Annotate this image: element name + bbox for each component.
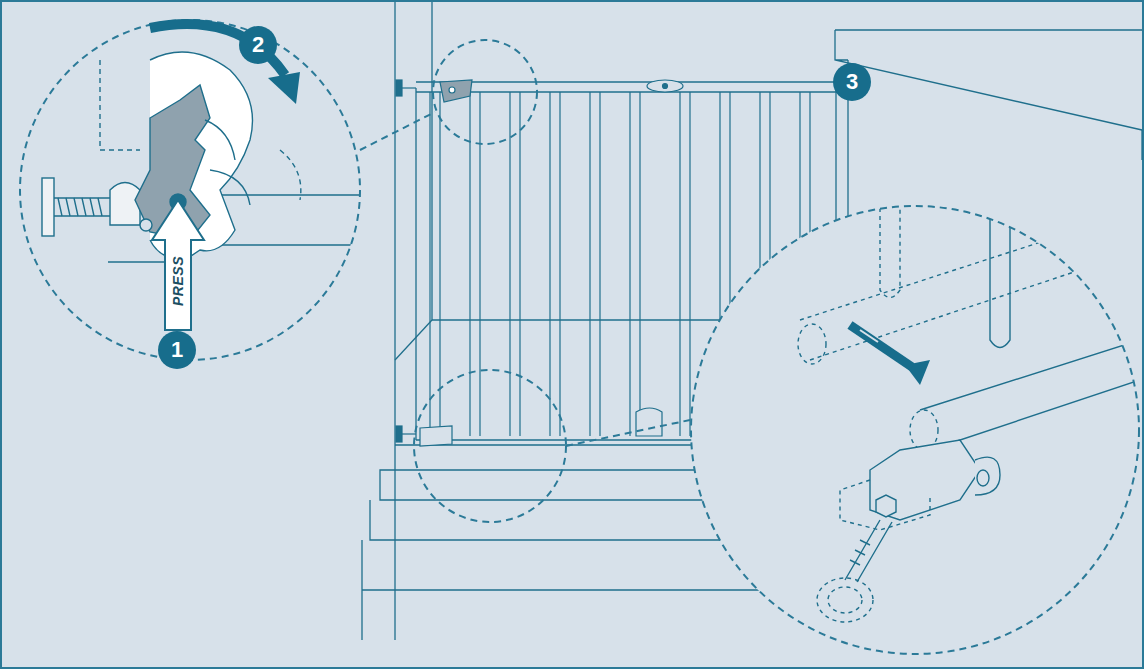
- callout-text: 2: [252, 34, 264, 56]
- callout-text: 3: [846, 71, 858, 93]
- callout-text: 1: [171, 339, 183, 361]
- callout-number: 2: [239, 26, 277, 64]
- callout-number: 1: [158, 331, 196, 369]
- press-arrow: PRESS: [150, 198, 206, 332]
- press-label: PRESS: [170, 256, 186, 306]
- callout-number: 3: [833, 63, 871, 101]
